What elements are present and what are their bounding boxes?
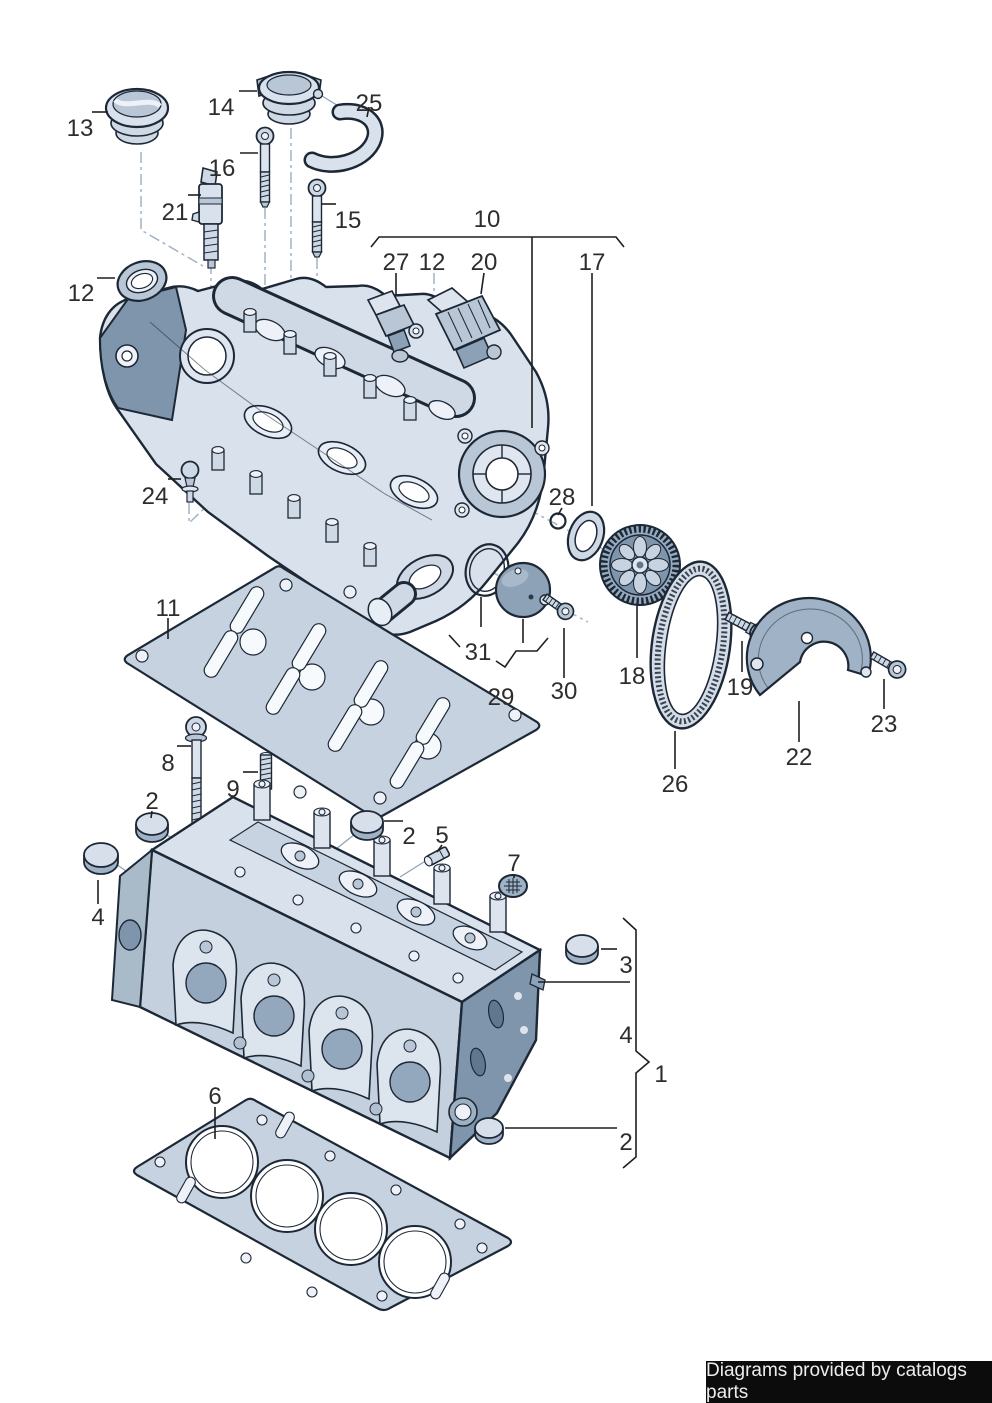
part-label-13: 13 [67, 115, 94, 142]
breather-hose-25 [303, 102, 384, 173]
dowel-sleeve-5 [423, 846, 451, 867]
oil-filler-cap-13 [104, 87, 170, 145]
leader-lines [92, 90, 885, 1169]
part-label-12b: 12 [68, 280, 95, 307]
part-label-12a: 12 [419, 249, 446, 276]
part-label-4a: 4 [91, 904, 104, 931]
part-label-4b: 4 [619, 1022, 632, 1049]
belt-guard-22 [745, 596, 872, 697]
screw-plug-7 [498, 874, 528, 898]
part-label-26: 26 [662, 771, 689, 798]
bolt-16 [255, 126, 275, 208]
part-label-1: 1 [654, 1061, 667, 1088]
part-label-27: 27 [383, 249, 410, 276]
part-label-18: 18 [619, 663, 646, 690]
part-label-19: 19 [727, 674, 754, 701]
camshaft-control-valve-21 [191, 166, 223, 269]
part-label-11: 11 [156, 595, 181, 622]
part-label-10: 10 [474, 206, 501, 233]
part-label-28: 28 [549, 484, 576, 511]
part-label-15: 15 [335, 207, 362, 234]
ball-pin-24 [180, 460, 200, 503]
part-label-16: 16 [209, 155, 236, 182]
ignition-coil-20 [426, 286, 502, 370]
footer-credit-bar: Diagrams provided by catalogs parts [706, 1360, 992, 1403]
cover-gasket-11 [123, 565, 541, 819]
sealing-cap-2-right [350, 810, 384, 841]
part-label-2a: 2 [145, 788, 158, 815]
bolt-23 [869, 651, 907, 679]
part-label-8: 8 [161, 750, 174, 777]
part-label-5: 5 [435, 822, 448, 849]
bolt-8 [184, 716, 208, 833]
part-label-31: 31 [465, 639, 492, 666]
sealing-cap-4 [83, 842, 119, 875]
oring-28 [549, 512, 567, 530]
part-label-24: 24 [142, 483, 169, 510]
footer-credit-text: Diagrams provided by catalogs parts [706, 1360, 967, 1403]
part-label-2b: 2 [402, 823, 415, 850]
cylinder-head-drawing [110, 779, 546, 1162]
bolt-15 [307, 178, 327, 258]
part-label-2c: 2 [619, 1129, 632, 1156]
part-label-30: 30 [551, 678, 578, 705]
part-label-20: 20 [471, 249, 498, 276]
part-label-3: 3 [619, 952, 632, 979]
seal-ring-17 [566, 510, 606, 562]
camshaft-gear-18 [599, 524, 681, 606]
part-label-9: 9 [226, 776, 239, 803]
part-label-21: 21 [162, 199, 189, 226]
sealing-cap-2-bottom [474, 1117, 504, 1145]
sealing-cap-14 [256, 70, 324, 125]
part-label-22: 22 [786, 744, 813, 771]
sealing-cap-2-left [135, 812, 169, 843]
camshaft-seal-12 [116, 260, 168, 302]
bolt-30 [542, 593, 575, 621]
part-label-29: 29 [488, 684, 515, 711]
part-label-17: 17 [579, 249, 606, 276]
head-gasket-6 [132, 1097, 513, 1312]
part-label-7: 7 [507, 850, 520, 877]
camshaft-sensor-27 [366, 289, 424, 363]
part-label-14: 14 [208, 94, 235, 121]
valve-cover-drawing [98, 276, 550, 636]
part-label-23: 23 [871, 711, 898, 738]
timing-belt-26 [649, 560, 733, 730]
vvt-cap-31 [494, 561, 552, 619]
sealing-cap-3 [565, 934, 599, 965]
part-label-25: 25 [356, 90, 383, 117]
part-label-6: 6 [208, 1083, 221, 1110]
